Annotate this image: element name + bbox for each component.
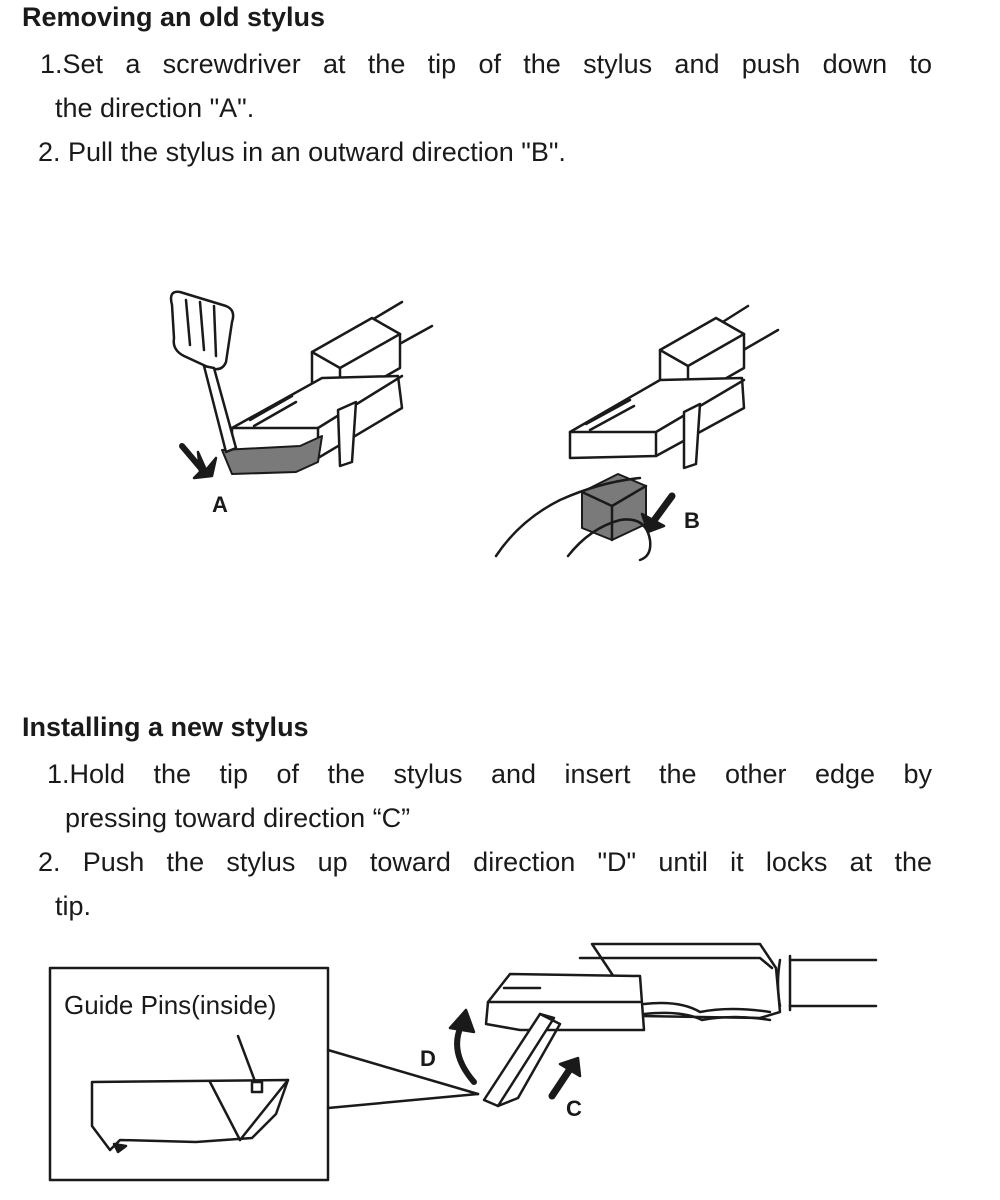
installing-step1-line2: pressing toward direction “C” (65, 803, 411, 833)
installing-step2-line1: 2. Push the stylus up toward direction "… (38, 847, 932, 877)
label-d: D (420, 1046, 436, 1071)
installing-step1-line1: 1.Hold the tip of the stylus and insert … (47, 759, 932, 789)
installing-heading: Installing a new stylus (22, 712, 309, 742)
removing-step1-line2: the direction "A". (55, 93, 255, 123)
label-b: B (684, 508, 700, 533)
figure-removal-pull (494, 304, 780, 562)
figure-removal-screwdriver (169, 290, 434, 480)
label-c: C (566, 1096, 582, 1121)
removing-step2: 2. Pull the stylus in an outward directi… (38, 137, 566, 167)
removing-heading: Removing an old stylus (22, 2, 326, 32)
label-guide-pins: Guide Pins(inside) (64, 990, 276, 1020)
label-a: A (212, 492, 228, 517)
figure-install-inset (48, 966, 480, 1182)
figure-install-cartridge (448, 942, 878, 1108)
removing-step1-line1: 1.Set a screwdriver at the tip of the st… (40, 49, 932, 79)
installing-step2-line2: tip. (55, 891, 92, 921)
